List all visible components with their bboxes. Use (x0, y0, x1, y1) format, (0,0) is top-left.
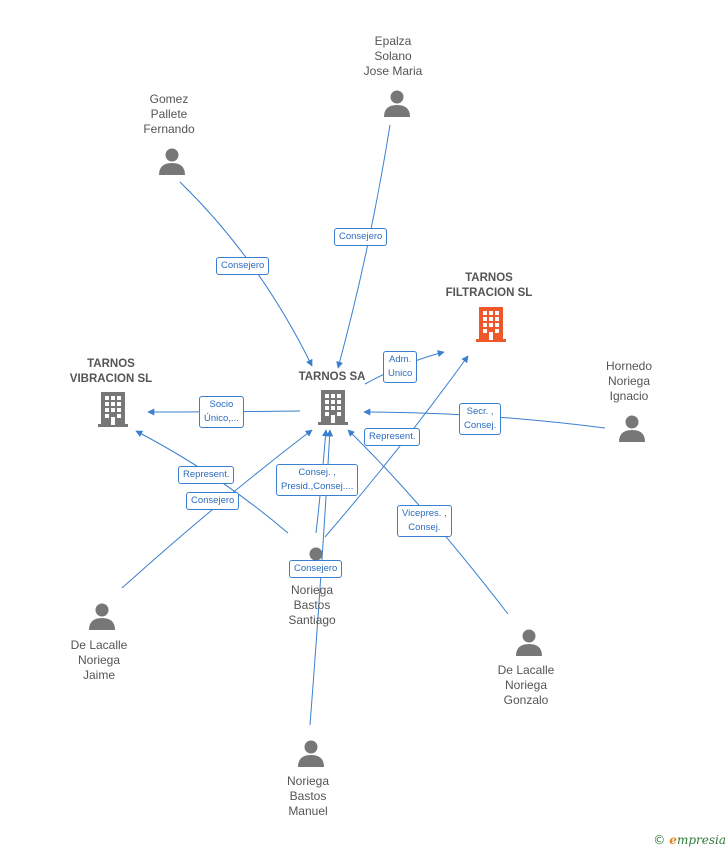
company-label-tarnos-filtracion[interactable]: TARNOS FILTRACION SL (445, 272, 533, 299)
edge-label-jaime-consejero[interactable]: Consejero (186, 492, 240, 510)
person-label-gonzalo[interactable]: De Lacalle Noriega Gonzalo (497, 663, 555, 707)
person-icon[interactable] (297, 739, 325, 767)
person-label-gomez[interactable]: Gomez Pallete Fernando (143, 92, 195, 136)
building-icon[interactable] (98, 391, 128, 427)
building-icon[interactable] (476, 306, 506, 342)
edge-label-manuel-consejero[interactable]: Consejero (289, 560, 343, 578)
edge-label-gomez-consejero[interactable]: Consejero (216, 257, 270, 275)
edge-label-socio-unico[interactable]: Socio Único,... (199, 396, 244, 428)
person-icon[interactable] (515, 628, 543, 656)
brand-initial: e (669, 833, 677, 847)
person-icon[interactable] (383, 89, 411, 117)
person-icon[interactable] (618, 414, 646, 442)
copyright-icon: © (653, 833, 666, 847)
company-label-tarnos-sa[interactable]: TARNOS SA (298, 371, 366, 383)
edge-label-represent-filtracion[interactable]: Represent. (364, 428, 421, 446)
edge-label-vicepres-consej[interactable]: Vicepres. , Consej. (397, 505, 452, 537)
person-icon[interactable] (158, 147, 186, 175)
person-label-jaime[interactable]: De Lacalle Noriega Jaime (70, 638, 128, 682)
person-label-manuel[interactable]: Noriega Bastos Manuel (286, 774, 330, 818)
edge-label-represent-vibracion[interactable]: Represent. (178, 466, 235, 484)
person-icon[interactable] (88, 602, 116, 630)
person-label-hornedo[interactable]: Hornedo Noriega Ignacio (605, 359, 653, 403)
company-label-tarnos-vibracion[interactable]: TARNOS VIBRACION SL (69, 358, 153, 385)
edge-label-secr-consej[interactable]: Secr. , Consej. (459, 403, 502, 435)
building-icon[interactable] (318, 389, 348, 425)
person-label-epalza[interactable]: Epalza Solano Jose Maria (363, 34, 423, 78)
edge-label-epalza-consejero[interactable]: Consejero (334, 228, 388, 246)
edge-label-adm-unico[interactable]: Adm. Unico (383, 351, 418, 383)
edge-epalza-to-tarnos-sa (336, 124, 391, 369)
edge-santiago-to-filtracion (324, 355, 469, 538)
brand-footer: ©empresia (653, 833, 726, 847)
person-label-santiago[interactable]: Noriega Bastos Santiago (288, 583, 336, 627)
brand-name: mpresia (676, 833, 726, 847)
edge-label-consej-presid[interactable]: Consej. , Presid.,Consej.... (276, 464, 359, 496)
